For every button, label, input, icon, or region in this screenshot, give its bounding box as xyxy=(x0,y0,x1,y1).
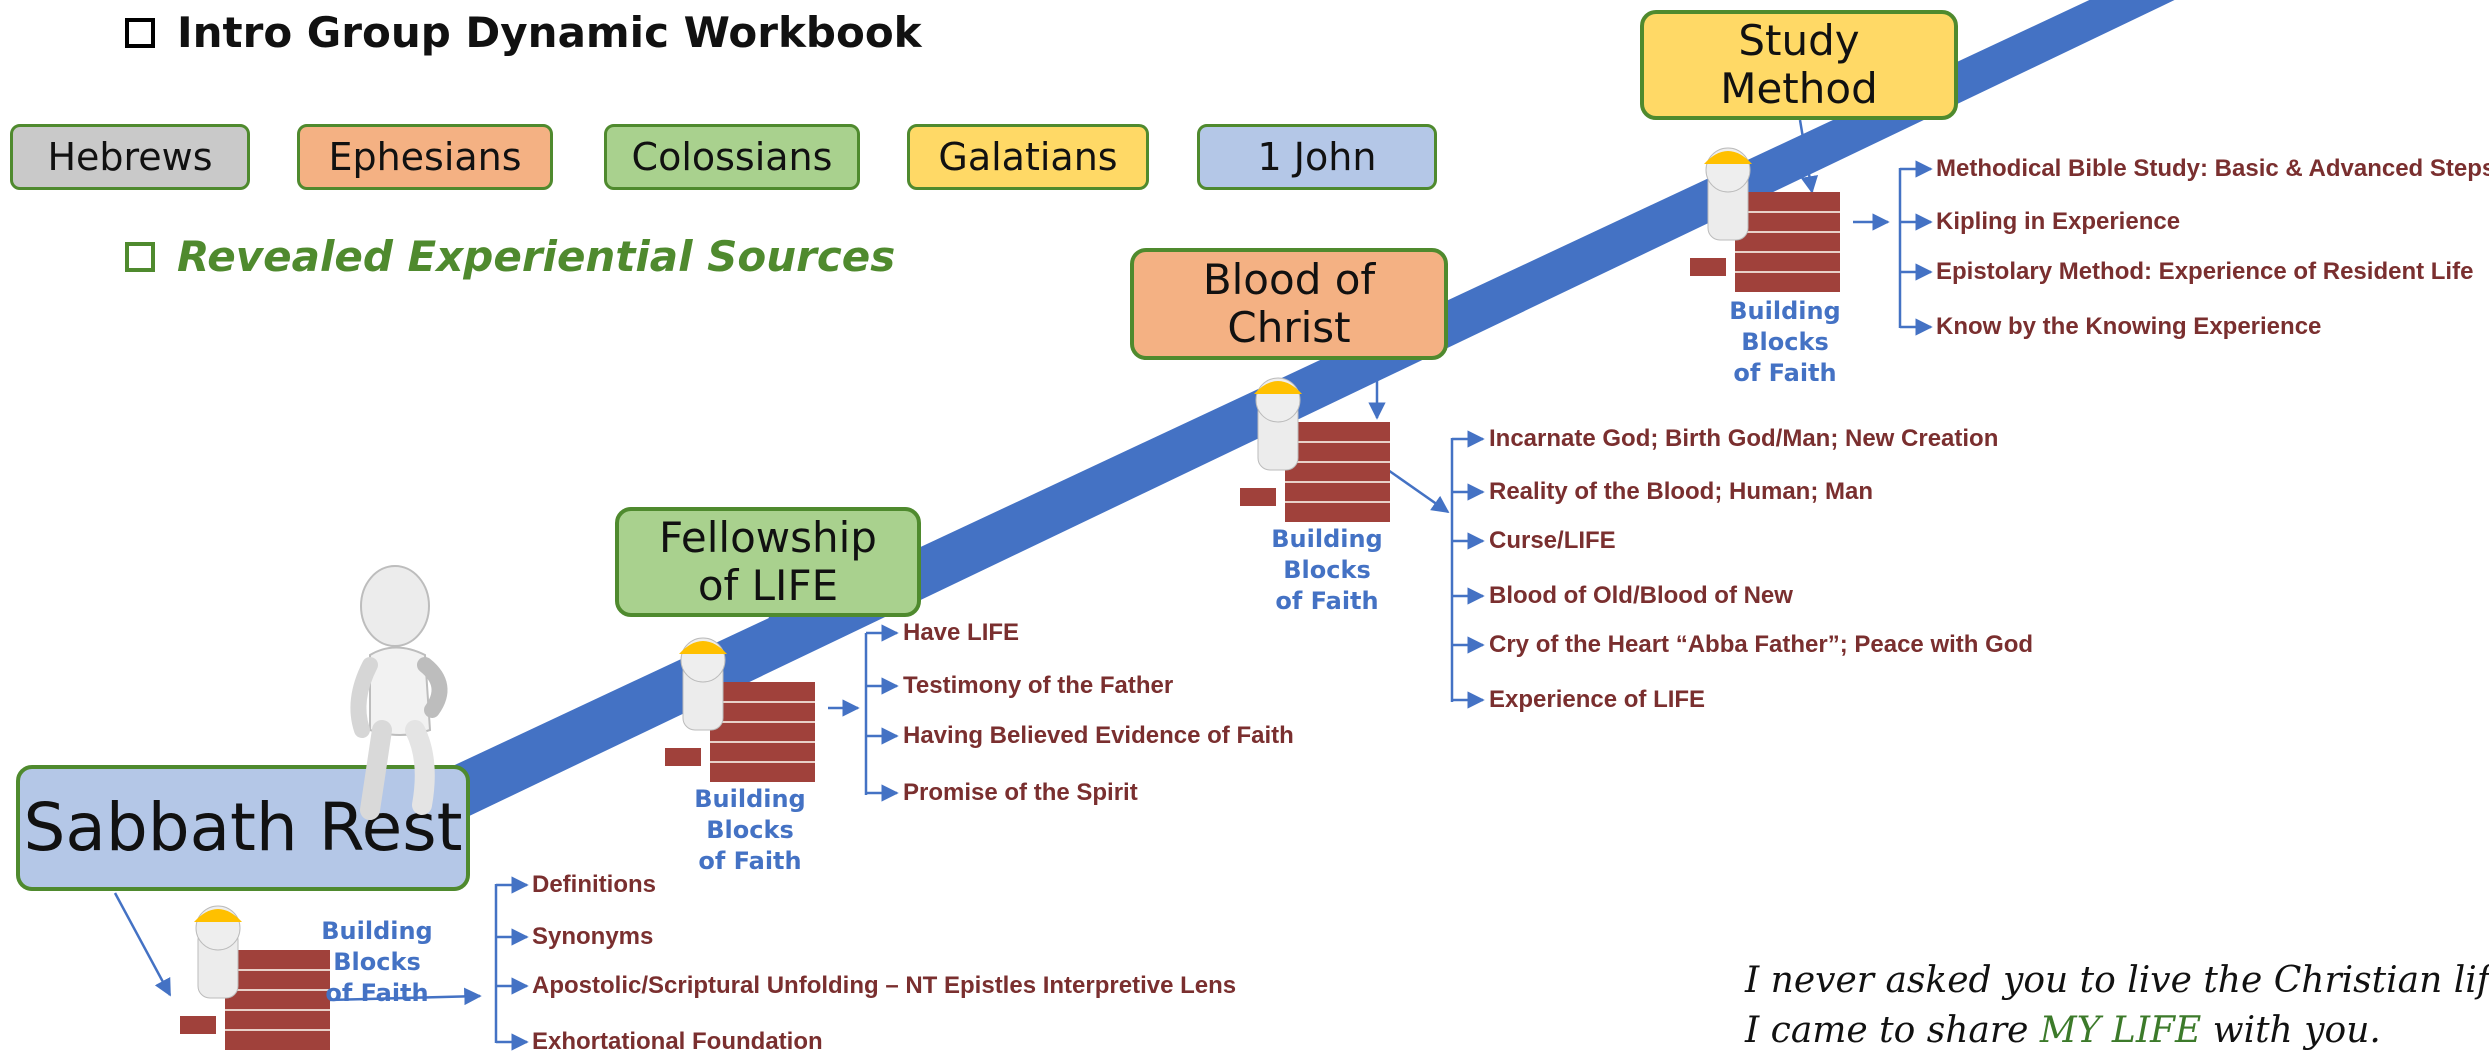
step-box-sabbath-rest: Sabbath Rest xyxy=(16,765,470,891)
book-tag-galatians: Galatians xyxy=(907,124,1149,190)
quote-line-1: I never asked you to live the Christian … xyxy=(1745,960,2489,1001)
list-item: Experience of LIFE xyxy=(1489,686,1706,713)
builder-icon xyxy=(665,637,815,782)
builder-icon xyxy=(1690,147,1840,292)
list-item: Testimony of the Father xyxy=(903,672,1174,699)
step-box-fellowship-of-life: Fellowship of LIFE xyxy=(615,507,921,617)
book-tag-colossians: Colossians xyxy=(604,124,860,190)
list-item: Having Believed Evidence of Faith xyxy=(903,722,1294,749)
checkbox-icon xyxy=(125,241,155,272)
list-item: Reality of the Blood; Human; Man xyxy=(1489,478,1873,505)
list-item: Cry of the Heart “Abba Father”; Peace wi… xyxy=(1489,631,2034,658)
checkbox-icon xyxy=(125,17,155,48)
building-blocks-caption: Building Blocks of Faith xyxy=(694,785,806,876)
building-blocks-caption: Building Blocks of Faith xyxy=(321,917,433,1008)
list-item: Kipling in Experience xyxy=(1936,208,2181,235)
list-item: Epistolary Method: Experience of Residen… xyxy=(1936,258,2474,285)
list-item: Exhortational Foundation xyxy=(532,1028,823,1055)
step-box-blood-of-christ: Blood of Christ xyxy=(1130,248,1448,360)
workbook-heading: Intro Group Dynamic Workbook xyxy=(125,8,922,57)
list-item: Curse/LIFE xyxy=(1489,527,1616,554)
connector-line xyxy=(113,892,172,997)
climbing-figure-icon xyxy=(350,565,448,820)
connector-line xyxy=(327,987,482,1006)
quote-line-2: I came to share MY LIFE with you. xyxy=(1745,1010,2381,1051)
building-blocks-caption: Building Blocks of Faith xyxy=(1271,525,1383,616)
step-box-study-method: Study Method xyxy=(1640,10,1958,120)
book-tag-ephesians: Ephesians xyxy=(297,124,553,190)
book-tag-1-john: 1 John xyxy=(1197,124,1437,190)
my-life-emphasis: MY LIFE xyxy=(2039,1010,2202,1051)
workbook-title: Intro Group Dynamic Workbook xyxy=(177,8,922,57)
list-item: Know by the Knowing Experience xyxy=(1936,313,2322,340)
list-item: Synonyms xyxy=(532,923,654,950)
list-item: Apostolic/Scriptural Unfolding – NT Epis… xyxy=(532,972,1237,999)
list-item: Methodical Bible Study: Basic & Advanced… xyxy=(1936,155,2489,182)
book-tag-hebrews: Hebrews xyxy=(10,124,250,190)
list-item: Blood of Old/Blood of New xyxy=(1489,582,1793,609)
list-item: Definitions xyxy=(532,871,656,898)
list-item: Have LIFE xyxy=(903,619,1020,646)
list-item: Incarnate God; Birth God/Man; New Creati… xyxy=(1489,425,1999,452)
builder-icon xyxy=(1240,377,1390,522)
builder-icon xyxy=(180,905,330,1050)
building-blocks-caption: Building Blocks of Faith xyxy=(1729,297,1841,388)
list-item: Promise of the Spirit xyxy=(903,779,1138,806)
sources-heading: Revealed Experiential Sources xyxy=(125,232,895,281)
sources-title: Revealed Experiential Sources xyxy=(177,232,896,281)
